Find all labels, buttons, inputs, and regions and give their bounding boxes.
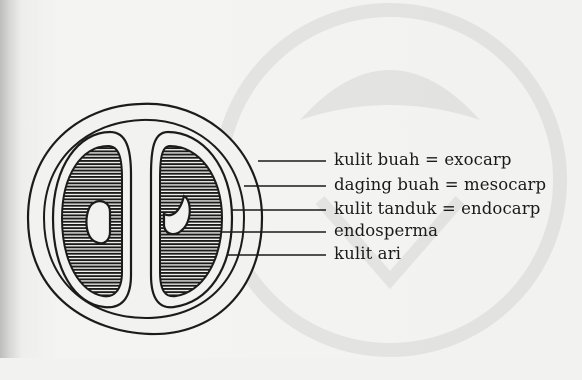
scanned-page: kulit buah = exocarp daging buah = mesoc… bbox=[0, 0, 582, 358]
label-endosperma: endosperma bbox=[334, 221, 438, 240]
label-kulit-ari: kulit ari bbox=[334, 244, 401, 263]
label-exocarp: kulit buah = exocarp bbox=[334, 150, 512, 169]
label-endocarp: kulit tanduk = endocarp bbox=[334, 199, 540, 218]
diagram-labels: kulit buah = exocarp daging buah = mesoc… bbox=[0, 0, 582, 358]
label-mesocarp: daging buah = mesocarp bbox=[334, 175, 546, 194]
